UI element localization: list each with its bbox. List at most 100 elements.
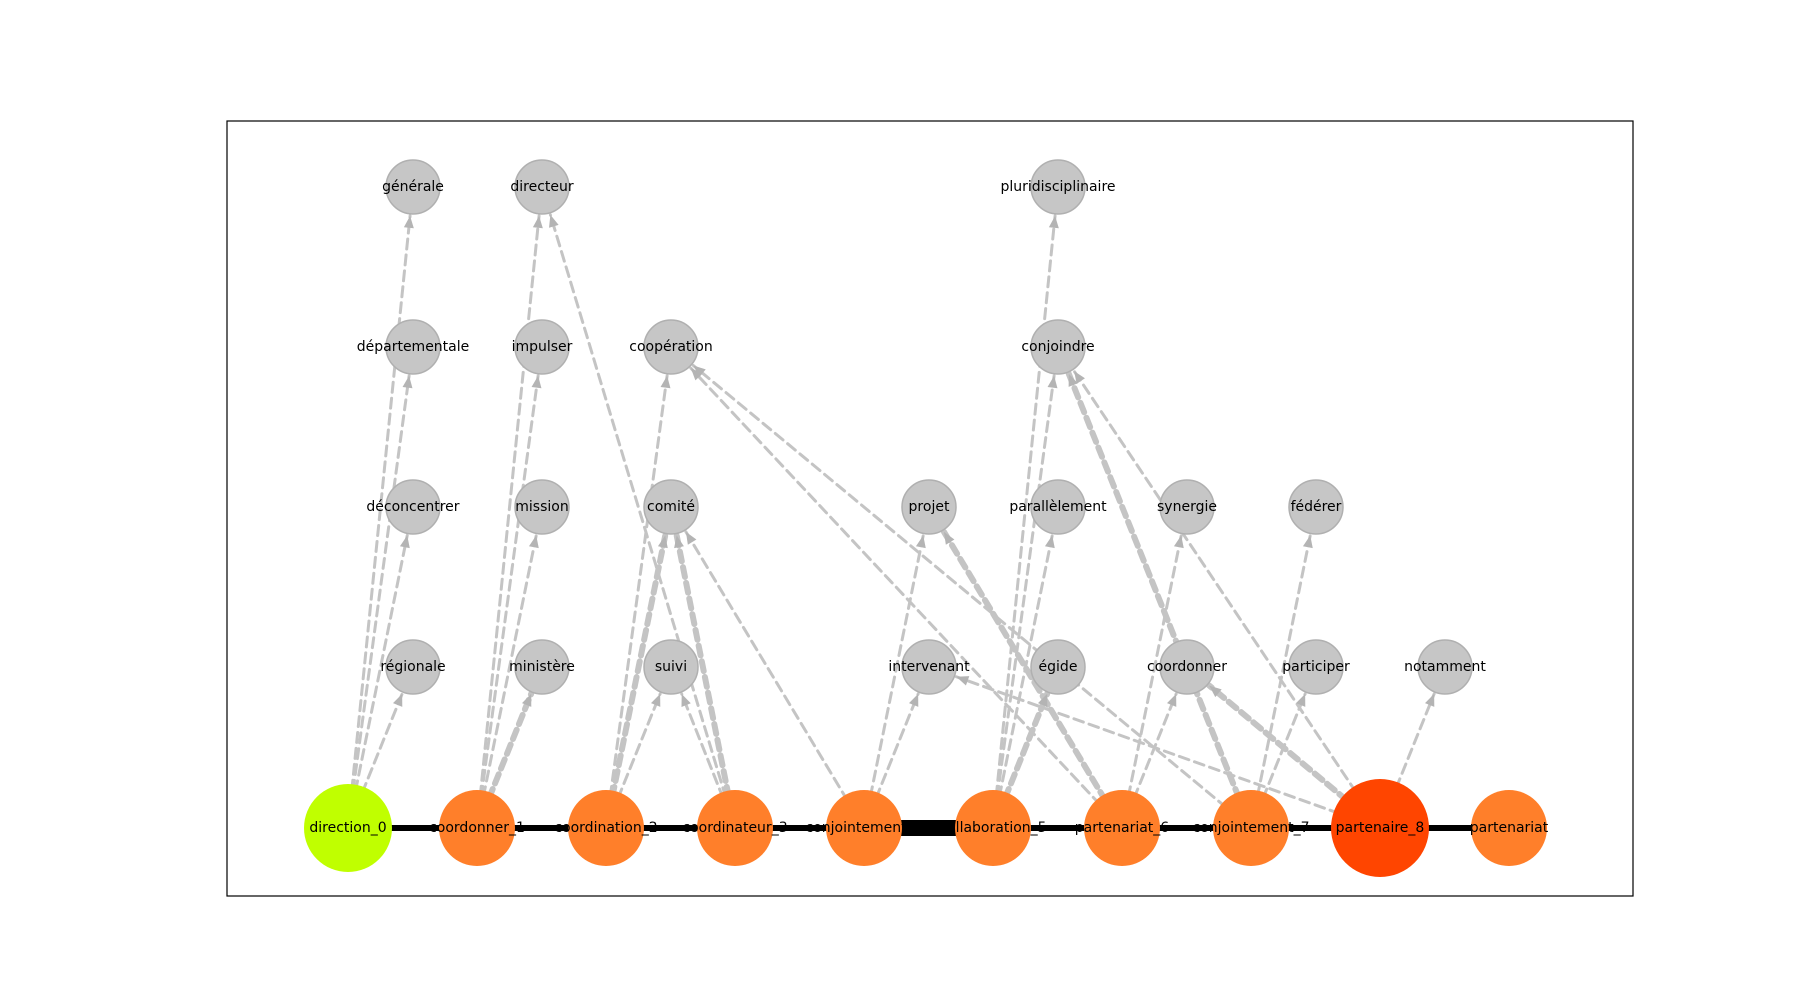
node-circle: [1471, 790, 1547, 866]
node-label: partenariat_6: [1075, 820, 1169, 836]
node-conjoindre: conjoindre: [1021, 319, 1095, 375]
edge-partenaire-8-to-conjoindre: [1072, 369, 1358, 794]
node-circle: [385, 319, 441, 375]
node-label: impulser: [512, 339, 573, 355]
node-ministere: ministère: [509, 639, 575, 695]
arrow-head-pluridisciplinaire: [1048, 215, 1059, 229]
node-circle: [643, 479, 699, 535]
node-circle: [1030, 159, 1086, 215]
node-pluridisciplinaire: pluridisciplinaire: [1000, 159, 1116, 215]
node-label: conjoindre: [1021, 339, 1094, 355]
edge-conjointement-7-to-cooperation: [691, 364, 1228, 810]
plot-frame: [226, 120, 1634, 897]
node-circle: [1084, 790, 1160, 866]
node-notamment: notamment: [1404, 639, 1486, 695]
arrow-head-departementale: [402, 375, 413, 389]
edge-partenaire-8-to-coordonner: [1206, 682, 1350, 804]
edge-coordonner-1-to-ministere: [485, 690, 535, 802]
node-label: partenaire_8: [1336, 820, 1425, 836]
node-circle: [1030, 639, 1086, 695]
node-label: pluridisciplinaire: [1000, 179, 1115, 195]
node-circle: [514, 319, 570, 375]
edge-coordination-2-to-comite: [609, 532, 669, 800]
arrow-head-suivi: [681, 693, 691, 707]
node-coordonner: coordonner: [1147, 639, 1227, 695]
node-circle: [1030, 479, 1086, 535]
edge-coordonner-1-to-directeur: [478, 214, 541, 798]
node-label: notamment: [1404, 659, 1486, 675]
node-label: départementale: [357, 339, 470, 355]
node-federer: fédérer: [1288, 479, 1344, 535]
node-label: coordonner: [1147, 659, 1227, 675]
node-impulser: impulser: [512, 319, 573, 375]
node-circle: [1288, 639, 1344, 695]
node-label: comité: [647, 499, 695, 515]
node-label: déconcentrer: [366, 499, 459, 515]
node-label: projet: [909, 499, 950, 515]
arrow-head-intervenant: [909, 693, 919, 707]
node-coordination-2: coordination_2: [554, 790, 658, 866]
arrow-head-suivi: [651, 693, 661, 707]
node-circle: [1288, 479, 1344, 535]
node-mission: mission: [514, 479, 570, 535]
node-label: égide: [1039, 659, 1078, 675]
node-circle: [1213, 790, 1289, 866]
edge-direction-0-to-regionale: [360, 692, 404, 795]
node-partenariat: partenariat: [1470, 790, 1549, 866]
node-label: conjointement_7: [1193, 820, 1310, 836]
edge-conjointement-7-to-federer: [1255, 533, 1312, 799]
edge-direction-0-to-departementale: [351, 374, 411, 792]
arrow-head-notamment: [1425, 693, 1435, 707]
node-label: suivi: [655, 659, 687, 675]
arrow-head-generale: [403, 215, 414, 229]
arrow-head-directeur: [532, 215, 543, 229]
node-label: coopération: [629, 339, 712, 355]
node-circle: [901, 639, 957, 695]
edge-direction-0-to-deconcentrer: [354, 533, 409, 793]
node-label: régionale: [380, 659, 445, 675]
edge-partenaire-8-to-intervenant: [954, 675, 1342, 816]
node-generale: générale: [382, 159, 444, 215]
arrow-head-comite: [674, 535, 684, 549]
node-circle: [1159, 639, 1215, 695]
node-partenariat-6: partenariat_6: [1075, 790, 1169, 866]
node-circle: [1030, 319, 1086, 375]
node-circle: [439, 790, 515, 866]
node-comite: comité: [643, 479, 699, 535]
node-coordonner-1: coordonner_1: [429, 790, 525, 866]
edge-collaboration-5-to-pluridisciplinaire: [994, 214, 1057, 798]
dashed-edges-layer: [350, 213, 1436, 816]
node-circle: [514, 159, 570, 215]
node-departementale: départementale: [357, 319, 470, 375]
arrow-head-participer: [1296, 693, 1306, 707]
node-label: coordination_2: [554, 820, 657, 836]
edge-coordinateur-3-to-suivi: [680, 692, 725, 800]
node-label: générale: [382, 179, 444, 195]
node-synergie: synergie: [1157, 479, 1217, 535]
nodes-layer: générale départementale déconcentrer région…: [304, 159, 1549, 877]
node-circle: [1159, 479, 1215, 535]
edge-collaboration-5-to-parallelement: [997, 533, 1054, 799]
edge-coordinateur-3-to-comite: [673, 532, 732, 800]
edge-coordonner-1-to-impulser: [479, 374, 540, 798]
arrow-head-projet: [943, 531, 955, 545]
node-circle: [385, 479, 441, 535]
node-circle: [901, 479, 957, 535]
arrow-head-mission: [528, 535, 539, 549]
edge-conjointement-7-to-conjoindre: [1065, 370, 1243, 802]
arrow-head-parallelement: [1044, 535, 1055, 549]
node-regionale: régionale: [380, 639, 446, 695]
arrow-head-coordonner: [1209, 685, 1222, 698]
node-label: coordinateur_3: [682, 820, 787, 836]
node-label: parallèlement: [1009, 499, 1107, 515]
arrow-head-deconcentrer: [399, 535, 410, 549]
node-participer: participer: [1282, 639, 1350, 695]
node-intervenant: intervenant: [888, 639, 970, 695]
node-partenaire-8: partenaire_8: [1331, 779, 1429, 877]
node-label: intervenant: [888, 659, 970, 675]
edge-conjointement-4-to-comite: [684, 530, 850, 803]
edge-partenariat-6-to-cooperation: [689, 366, 1102, 807]
node-label: coordonner_1: [429, 820, 525, 836]
arrow-head-egide: [1038, 693, 1048, 707]
edge-direction-0-to-generale: [350, 214, 412, 792]
